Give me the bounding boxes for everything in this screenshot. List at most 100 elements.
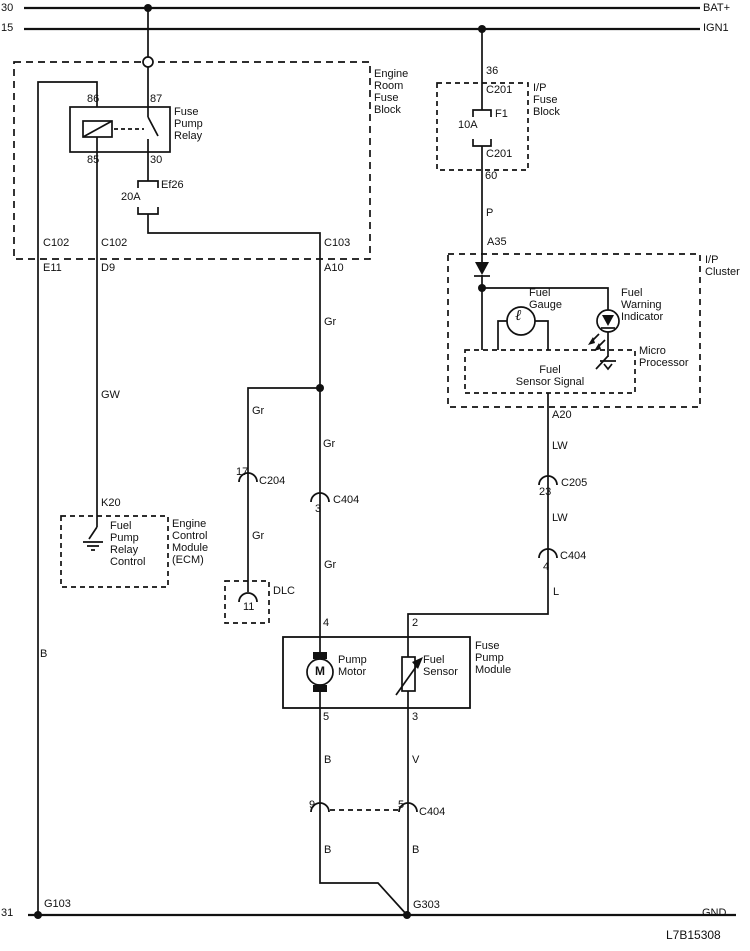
diagram-id: L7B15308 <box>666 928 721 942</box>
wire-a20-to-pump2 <box>407 393 549 637</box>
engine-room-fuse-block-label: Engine Room Fuse Block <box>374 68 409 116</box>
connector-c204-arc <box>238 472 258 483</box>
fuse-f1-rating: 10A <box>458 119 478 131</box>
ip-fuse-c201-bottom: C201 <box>486 148 513 160</box>
connector-c103-pin: A10 <box>324 262 344 274</box>
connector-c205-pin: 23 <box>539 486 552 498</box>
connector-c404-gr-pin: 3 <box>315 503 322 515</box>
wire-fuse-gr-to-pump4 <box>147 214 321 637</box>
connector-c103-name: C103 <box>324 237 351 249</box>
fuse-pump-relay-symbol <box>69 106 171 153</box>
relay-pin-86: 86 <box>87 93 100 105</box>
power-bus-lines <box>24 6 736 917</box>
wire-b-pump-label: B <box>324 754 332 766</box>
relay-switch-icon <box>147 107 159 152</box>
ip-fuse-c201-top: C201 <box>486 84 513 96</box>
dlc-box <box>224 580 270 624</box>
connector-c102-right-pin: D9 <box>101 262 116 274</box>
dlc-label: DLC <box>273 585 296 597</box>
cluster-terminal-a35: A35 <box>487 236 507 248</box>
pump-pin-3: 3 <box>412 711 419 723</box>
connector-c404-3-arc <box>310 492 330 503</box>
junction-dots <box>34 4 486 919</box>
fuse-ef26-rating: 20A <box>121 191 141 203</box>
fuse-ef26-icon <box>137 180 159 215</box>
wire-branch-to-led <box>482 287 609 310</box>
relay-pin-85: 85 <box>87 154 100 166</box>
fuel-gauge-label: Fuel Gauge <box>529 287 563 311</box>
bus-ign-name: IGN1 <box>703 22 729 34</box>
bus-gnd-name: GND <box>702 907 727 919</box>
wire-relay86-to-g103 <box>37 81 98 915</box>
connector-c102-right-name: C102 <box>101 237 128 249</box>
wire-gr-branch-upper-label: Gr <box>252 405 265 417</box>
ip-fuse-block-label: I/P Fuse Block <box>533 82 560 118</box>
connector-c102-left-pin: E11 <box>43 262 62 274</box>
connector-c204-name: C204 <box>259 475 286 487</box>
wire-p-label: P <box>486 207 494 219</box>
pump-pin-2: 2 <box>412 617 419 629</box>
pump-motor-icon <box>306 652 334 692</box>
micro-processor-label: Micro Processor <box>639 345 689 369</box>
ecm-name-label: Engine Control Module (ECM) <box>172 518 209 566</box>
motor-symbol: M <box>315 664 325 678</box>
gauge-symbol: ℓ <box>515 306 522 324</box>
cluster-terminal-a20: A20 <box>552 409 572 421</box>
ground-g303-label: G303 <box>413 899 440 911</box>
connector-c205-name: C205 <box>561 477 588 489</box>
ip-fuse-pin-60: 60 <box>485 170 498 182</box>
diode-icon <box>474 262 490 277</box>
micro-processor-box <box>464 349 636 394</box>
relay-pin-30: 30 <box>150 154 163 166</box>
engine-room-fuse-block-box <box>13 61 371 260</box>
bus-bat-circuit: 30 <box>1 2 14 14</box>
wire-b-bottom-left-label: B <box>324 844 332 856</box>
dlc-pin: 11 <box>243 601 255 613</box>
gauge-legs <box>497 320 549 350</box>
wire-gr-mid-label: Gr <box>323 438 336 450</box>
connector-c204-pin: 17 <box>236 466 249 478</box>
wire-v-label: V <box>412 754 420 766</box>
ecm-control-label: Fuel Pump Relay Control <box>110 520 146 568</box>
bus-gnd-circuit: 31 <box>1 907 14 919</box>
fuse-f1-icon <box>472 109 492 147</box>
relay-label: Fuse Pump Relay <box>174 106 203 142</box>
wire-gr-branch-to-dlc <box>247 387 320 592</box>
ip-cluster-box <box>447 253 701 408</box>
bus-ign-circuit: 15 <box>1 22 14 34</box>
wire-lw-upper-label: LW <box>552 440 568 452</box>
connector-c404-bottom-name: C404 <box>419 806 446 818</box>
fuel-sensor-icon <box>395 656 423 696</box>
wire-gr-branch-lower-label: Gr <box>252 530 265 542</box>
cluster-ground-icon <box>595 355 616 371</box>
wire-b-bottom-right-label: B <box>412 844 420 856</box>
connector-c102-left-name: C102 <box>43 237 70 249</box>
connector-c205-arc <box>538 475 558 486</box>
ground-g103-label: G103 <box>44 898 71 910</box>
fuel-sensor-signal-label: Fuel Sensor Signal <box>515 364 585 388</box>
ecm-terminal-k20: K20 <box>101 497 121 509</box>
connector-c404-bottom-pin-5: 5 <box>398 799 405 811</box>
connector-c404-gr-name: C404 <box>333 494 360 506</box>
connector-arcs <box>238 472 558 813</box>
wire-l-label: L <box>553 586 560 598</box>
fuse-ef26-id: Ef26 <box>161 179 184 191</box>
connector-c404-4-arc <box>538 548 558 559</box>
pump-motor-label: Pump Motor <box>338 654 367 678</box>
fuel-warning-indicator-label: Fuel Warning Indicator <box>621 287 664 323</box>
wire-lines <box>37 8 609 916</box>
bulkhead-terminal-circle <box>142 56 154 68</box>
relay-coil-icon <box>82 120 113 138</box>
fuel-sensor-label: Fuel Sensor <box>423 654 458 678</box>
pump-pin-4: 4 <box>323 617 330 629</box>
relay-pin-87: 87 <box>150 93 163 105</box>
fuse-f1-id: F1 <box>495 108 508 120</box>
ip-cluster-label: I/P Cluster <box>705 254 740 278</box>
ip-fuse-pin-36: 36 <box>486 65 499 77</box>
fuel-pump-module-label: Fuse Pump Module <box>475 640 512 676</box>
wire-lw-lower-label: LW <box>552 512 568 524</box>
bus-bat-name: BAT+ <box>703 2 731 14</box>
wire-gr-upper-label: Gr <box>324 316 337 328</box>
